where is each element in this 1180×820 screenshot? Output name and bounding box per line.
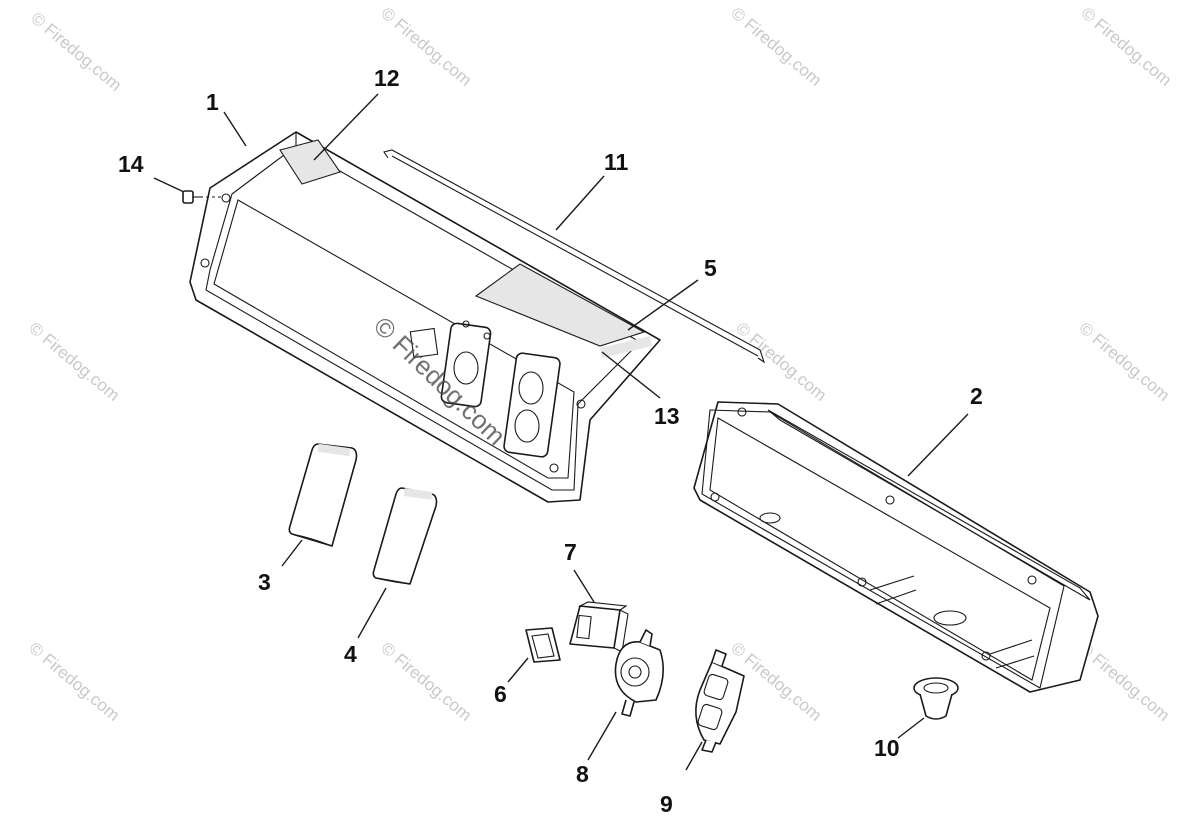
leader-7	[573, 569, 595, 603]
leader-12	[313, 93, 379, 161]
callout-6: 6	[494, 681, 507, 707]
label-area-13	[600, 336, 652, 358]
switch-part-7	[569, 601, 629, 653]
leader-2	[907, 413, 969, 477]
leader-13	[601, 351, 661, 399]
receptacle-part-8	[614, 629, 664, 717]
watermark-11: © Firedog.com	[1075, 639, 1173, 725]
control-panel-part-1	[189, 131, 661, 503]
leader-3	[281, 539, 303, 567]
callout-1: 1	[206, 89, 219, 115]
callout-3: 3	[258, 569, 271, 595]
switch-cap-part-6	[525, 627, 561, 663]
callout-9: 9	[660, 791, 673, 817]
callout-5: 5	[704, 255, 717, 281]
callout-12: 12	[374, 65, 400, 91]
receptacle-part-9	[695, 649, 745, 753]
callout-8: 8	[576, 761, 589, 787]
leader-5	[627, 279, 699, 331]
leader-1	[223, 111, 247, 147]
watermark-6: © Firedog.com	[732, 319, 830, 405]
back-box-part-2	[693, 401, 1099, 693]
callout-2: 2	[970, 383, 983, 409]
leader-4	[357, 587, 387, 639]
callout-7: 7	[564, 539, 577, 565]
cover-part-3	[288, 443, 358, 547]
watermark-1: © Firedog.com	[27, 9, 125, 95]
cover-part-4	[372, 487, 438, 585]
leader-11	[555, 175, 605, 231]
watermark-3: © Firedog.com	[727, 4, 825, 90]
leader-8	[587, 711, 617, 761]
watermark-4: © Firedog.com	[1077, 4, 1175, 90]
callout-14: 14	[118, 151, 144, 177]
watermark-9: © Firedog.com	[377, 639, 475, 725]
leader-9	[685, 741, 703, 771]
grommet-part-10	[913, 677, 959, 720]
callout-11: 11	[604, 149, 629, 175]
callout-4: 4	[344, 641, 357, 667]
rod-part-11	[383, 149, 766, 364]
callout-13: 13	[654, 403, 680, 429]
screw-part-14	[182, 190, 222, 204]
watermark-8: © Firedog.com	[25, 639, 123, 725]
leader-6	[507, 657, 529, 683]
leader-lines	[153, 93, 969, 771]
callout-10: 10	[874, 735, 900, 761]
leader-10	[897, 717, 925, 739]
watermark-7: © Firedog.com	[1075, 319, 1173, 405]
callout-labels: 1 2 3 4 5 6 7 8 9 10 11 12 13 14	[118, 65, 983, 817]
watermark-5: © Firedog.com	[25, 319, 123, 405]
leader-14	[153, 177, 185, 193]
label-area-5	[476, 264, 644, 346]
